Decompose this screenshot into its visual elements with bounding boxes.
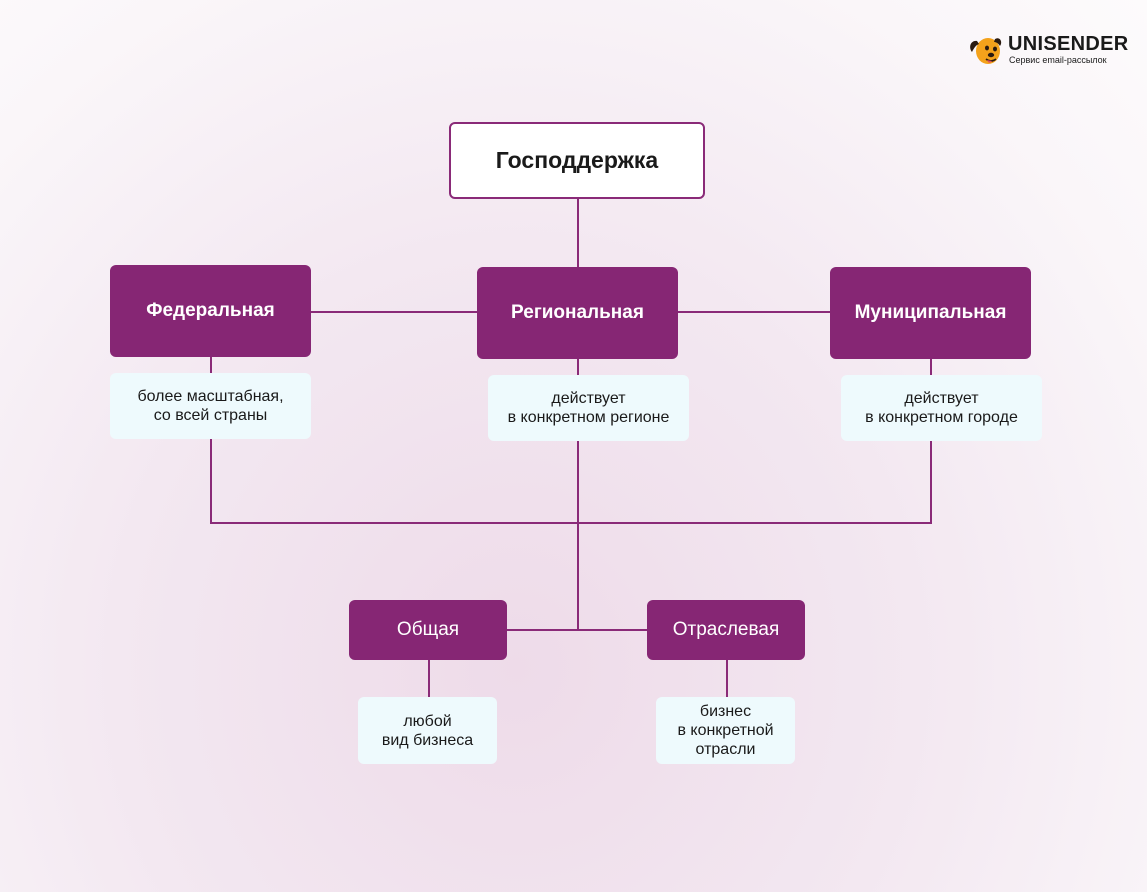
desc-regional-line-1: действует — [551, 390, 626, 407]
desc-sector-line-3: отрасли — [695, 741, 756, 758]
desc-sector: бизнес в конкретной отрасли — [656, 697, 795, 764]
connector-regional-municipal — [678, 311, 831, 313]
node-federal: Федеральная — [110, 265, 311, 357]
connector-merge-horizontal — [210, 522, 932, 524]
connector-federal-regional — [311, 311, 478, 313]
desc-municipal: действует в конкретном городе — [841, 375, 1042, 441]
node-general: Общая — [349, 600, 507, 660]
connector-types-horizontal — [506, 629, 648, 631]
desc-federal-line-2: со всей страны — [153, 407, 268, 424]
connector-federal-desc — [210, 357, 212, 373]
connector-sector-desc — [726, 659, 728, 698]
desc-federal-line-1: более масштабная, — [137, 388, 284, 405]
node-municipal: Муниципальная — [830, 267, 1031, 359]
brand-name: UNISENDER — [1008, 33, 1129, 55]
desc-municipal-line-1: действует — [904, 390, 979, 407]
connector-regional-desc — [577, 359, 579, 375]
desc-federal: более масштабная, со всей страны — [110, 373, 311, 439]
node-regional: Региональная — [477, 267, 678, 359]
connector-municipal-desc — [930, 359, 932, 375]
desc-municipal-line-2: в конкретном городе — [865, 409, 1018, 426]
desc-general-line-1: любой — [403, 712, 452, 730]
root-node: Господдержка — [449, 122, 705, 199]
connector-root-regional — [577, 198, 579, 268]
connector-municipal-down — [930, 440, 932, 524]
desc-general: любой вид бизнеса — [358, 697, 497, 764]
connector-federal-down — [210, 438, 212, 524]
desc-sector-line-2: в конкретной — [677, 722, 774, 739]
desc-regional: действует в конкретном регионе — [488, 375, 689, 441]
dog-mascot-icon — [970, 38, 1002, 64]
connector-general-desc — [428, 659, 430, 698]
desc-regional-line-2: в конкретном регионе — [507, 409, 670, 426]
connector-regional-down — [577, 440, 579, 631]
desc-general-line-2: вид бизнеса — [381, 731, 474, 749]
brand-logo: UNISENDER Сервис email-рассылок — [966, 30, 1129, 70]
node-sector: Отраслевая — [647, 600, 805, 660]
desc-sector-line-1: бизнес — [699, 703, 752, 720]
brand-tagline: Сервис email-рассылок — [1009, 55, 1107, 65]
